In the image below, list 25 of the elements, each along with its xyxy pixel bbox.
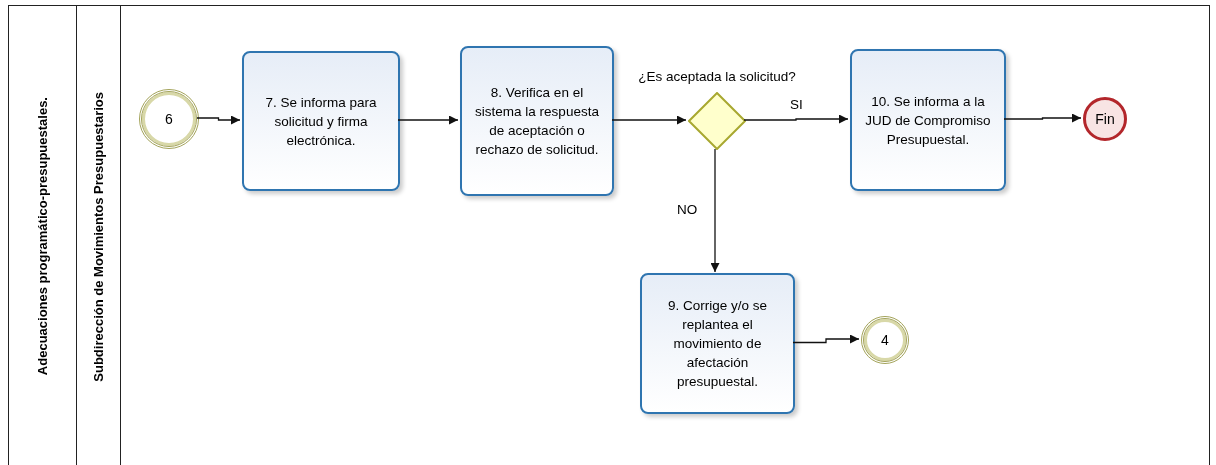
sequence-arrow [710,148,720,273]
task-box [640,273,795,414]
intermediate-event [139,89,199,149]
sequence-arrow [611,115,687,125]
event-label: Fin [1095,111,1115,127]
event-label: 4 [881,332,889,348]
sequence-arrow [1003,113,1082,123]
sequence-arrow [792,334,860,344]
sequence-arrow [397,115,459,125]
event-label: 6 [165,111,173,127]
edge-label: SI [788,97,805,112]
task-box [460,46,614,196]
end-event [1083,97,1127,141]
sequence-arrow [743,114,849,124]
task-box [242,51,400,191]
task-box [850,49,1006,191]
task-text: 9. Corrige y/o se replantea el movimiento de afectación presupuestal. [666,297,768,391]
gateway-question: ¿Es aceptada la solicitud? [637,68,797,86]
intermediate-event [861,316,909,364]
task-text: 10. Se informa a la JUD de Compromiso Presupuestal. [864,92,992,149]
task-text: 7. Se informa para solicitud y firma electrónica. [264,93,378,150]
lane-label: Subdirección de Movimientos Presupuestarios [91,92,106,382]
task-text: 8. Verifica en el sistema la respuesta de aceptación o rechazo de solicitud. [474,84,600,159]
sequence-arrow [196,115,241,125]
lane-label: Adecuaciones programático-presupuestales. [35,97,50,376]
